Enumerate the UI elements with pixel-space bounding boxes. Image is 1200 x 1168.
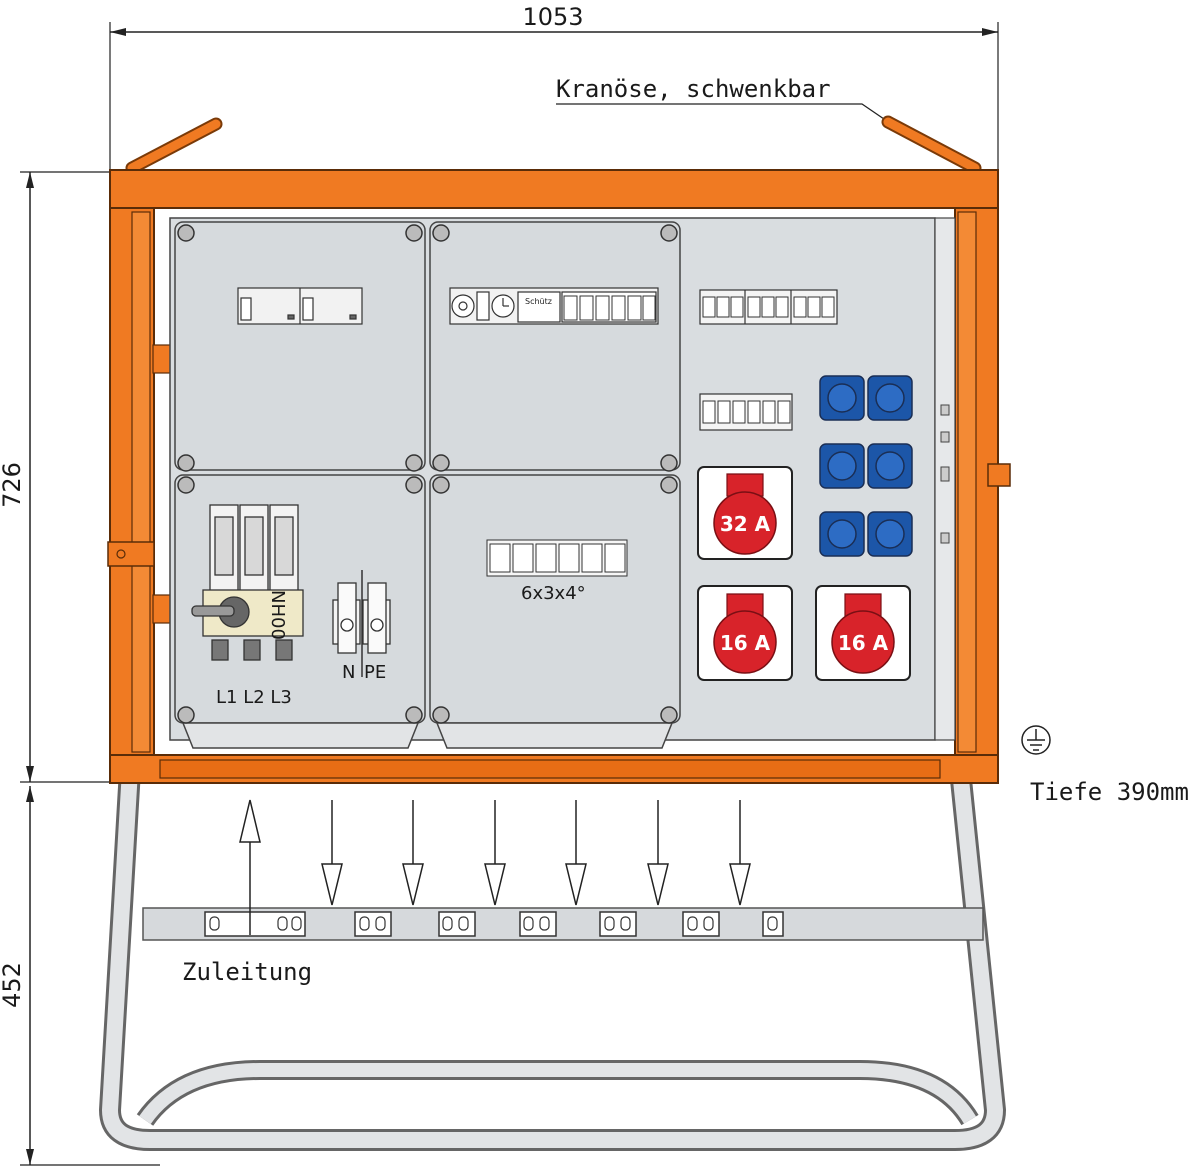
schuko-socket [867, 375, 913, 421]
schuko-socket [867, 443, 913, 489]
terminal-spec: 6x3x4° [521, 583, 586, 604]
cee-socket-32a: 32 A [697, 466, 793, 560]
phase-labels: L1 L2 L3 [216, 687, 292, 708]
rcd-modules [237, 287, 363, 325]
schuko-socket [819, 511, 865, 557]
schuko-socket [819, 375, 865, 421]
height-stand-value: 452 [0, 962, 26, 1008]
crane-eye-label: Kranöse, schwenkbar [556, 75, 831, 103]
cee-32a-label: 32 A [720, 512, 771, 536]
cable-glands [204, 911, 784, 937]
neutral-label: N [342, 662, 355, 683]
cee-16a-left-label: 16 A [720, 631, 771, 655]
height-box-value: 726 [0, 462, 26, 508]
feed-arrow [239, 799, 261, 935]
cee-16a-right-label: 16 A [838, 631, 889, 655]
cee-socket-16a-right: 16 A [815, 585, 911, 681]
schuko-socket [819, 443, 865, 489]
mcb-row-1 [563, 295, 656, 321]
width-value: 1053 [522, 3, 583, 31]
crane-eye-left [125, 117, 223, 175]
fuse-switch-label: NH00 [267, 590, 288, 640]
crane-eye-right [881, 115, 982, 175]
control-row [449, 287, 659, 325]
nh-fuse-switch [191, 504, 304, 661]
outlet-arrows [321, 800, 751, 906]
height-stand-dimension: 452 [0, 786, 160, 1166]
schuko-socket [867, 511, 913, 557]
terminal-blocks [486, 539, 628, 577]
pe-label: PE [364, 662, 386, 683]
box-screws [177, 224, 678, 724]
width-dimension: 1053 [109, 3, 999, 170]
crane-eye-callout: Kranöse, schwenkbar [556, 75, 901, 131]
feed-label: Zuleitung [182, 958, 312, 986]
cee-socket-16a-left: 16 A [697, 585, 793, 681]
ground-icon [1021, 725, 1051, 755]
stand-frame [99, 768, 1006, 1151]
mcb-row-right-bottom [699, 393, 793, 431]
mcb-row-right-top [699, 289, 838, 325]
depth-label: Tiefe 390mm [1030, 778, 1189, 806]
schuko-sockets [819, 375, 913, 557]
neutral-pe-terminals [332, 570, 391, 677]
height-box-dimension: 726 [0, 171, 140, 783]
contactor-label: Schütz [525, 297, 552, 306]
